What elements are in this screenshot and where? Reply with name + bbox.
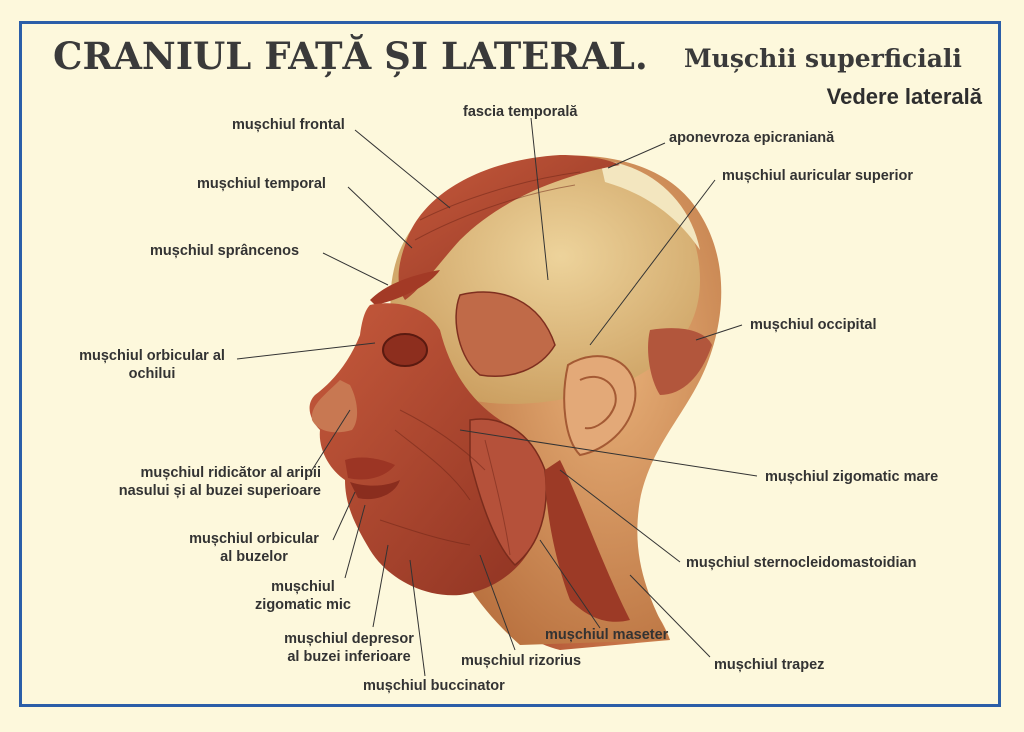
ear-inner <box>579 375 617 430</box>
label-depresor: mușchiul depresor al buzei inferioare <box>268 630 430 666</box>
label-orbicular-ochi-line1: mușchiul orbicular al <box>79 348 225 364</box>
label-rizorius: mușchiul rizorius <box>461 653 582 669</box>
lips <box>345 457 395 480</box>
label-sternocleidomastoidian: mușchiul sternocleidomastoidian <box>686 555 917 571</box>
label-zigomatic-mic: mușchiul zigomatic mic <box>243 578 363 614</box>
label-maseter: mușchiul maseter <box>545 627 669 643</box>
label-temporal: mușchiul temporal <box>197 176 326 192</box>
aponeurosis <box>600 160 700 250</box>
label-zigomatic-mic-line2: zigomatic mic <box>255 597 351 613</box>
poster-title: CRANIUL FAȚĂ ȘI LATERAL. <box>53 34 648 78</box>
eyebrow-muscle <box>370 270 440 305</box>
label-depresor-line2: al buzei inferioare <box>287 649 411 665</box>
lower-lip <box>350 480 400 500</box>
ear <box>563 355 637 457</box>
label-sprancenos: mușchiul sprâncenos <box>150 243 300 259</box>
label-ridicator-line1: mușchiul ridicător al aripii <box>140 465 322 481</box>
label-auricular-superior: mușchiul auricular superior <box>722 168 913 184</box>
leader-lines <box>236 117 758 677</box>
poster-subtitle: Mușchii superficiali <box>684 44 962 73</box>
frontal-muscle <box>398 155 620 300</box>
label-occipital: mușchiul occipital <box>750 317 877 333</box>
label-zigomatic-mic-line1: mușchiul <box>271 579 335 595</box>
label-orbicular-buze-line1: mușchiul orbicular <box>189 531 319 547</box>
label-zigomatic-mare: mușchiul zigomatic mare <box>765 469 939 485</box>
label-frontal: mușchiul frontal <box>232 117 345 133</box>
label-ridicator: mușchiul ridicător al aripii nasului și … <box>85 464 321 500</box>
view-title: Vedere laterală <box>826 84 982 109</box>
face-muscles <box>309 303 541 596</box>
label-orbicular-ochi-line2: ochilui <box>128 366 176 382</box>
eye-orbit <box>382 333 428 367</box>
label-aponevroza: aponevroza epicraniană <box>669 130 835 146</box>
label-orbicular-ochi: mușchiul orbicular al ochilui <box>66 347 238 383</box>
nose <box>311 380 358 433</box>
sternocleido-muscle <box>545 460 630 622</box>
label-fascia-temporala: fascia temporală <box>463 104 578 120</box>
occipital-muscle <box>648 328 712 395</box>
label-ridicator-line2: nasului și al buzei superioare <box>118 483 321 499</box>
temporal-muscle <box>455 291 556 377</box>
label-orbicular-buze-line2: al buzelor <box>220 549 288 565</box>
label-orbicular-buze: mușchiul orbicular al buzelor <box>178 530 330 566</box>
label-buccinator: mușchiul buccinator <box>363 678 505 694</box>
label-depresor-line1: mușchiul depresor <box>284 631 414 647</box>
label-trapez: mușchiul trapez <box>714 657 825 673</box>
muscle-fibers <box>379 171 581 556</box>
